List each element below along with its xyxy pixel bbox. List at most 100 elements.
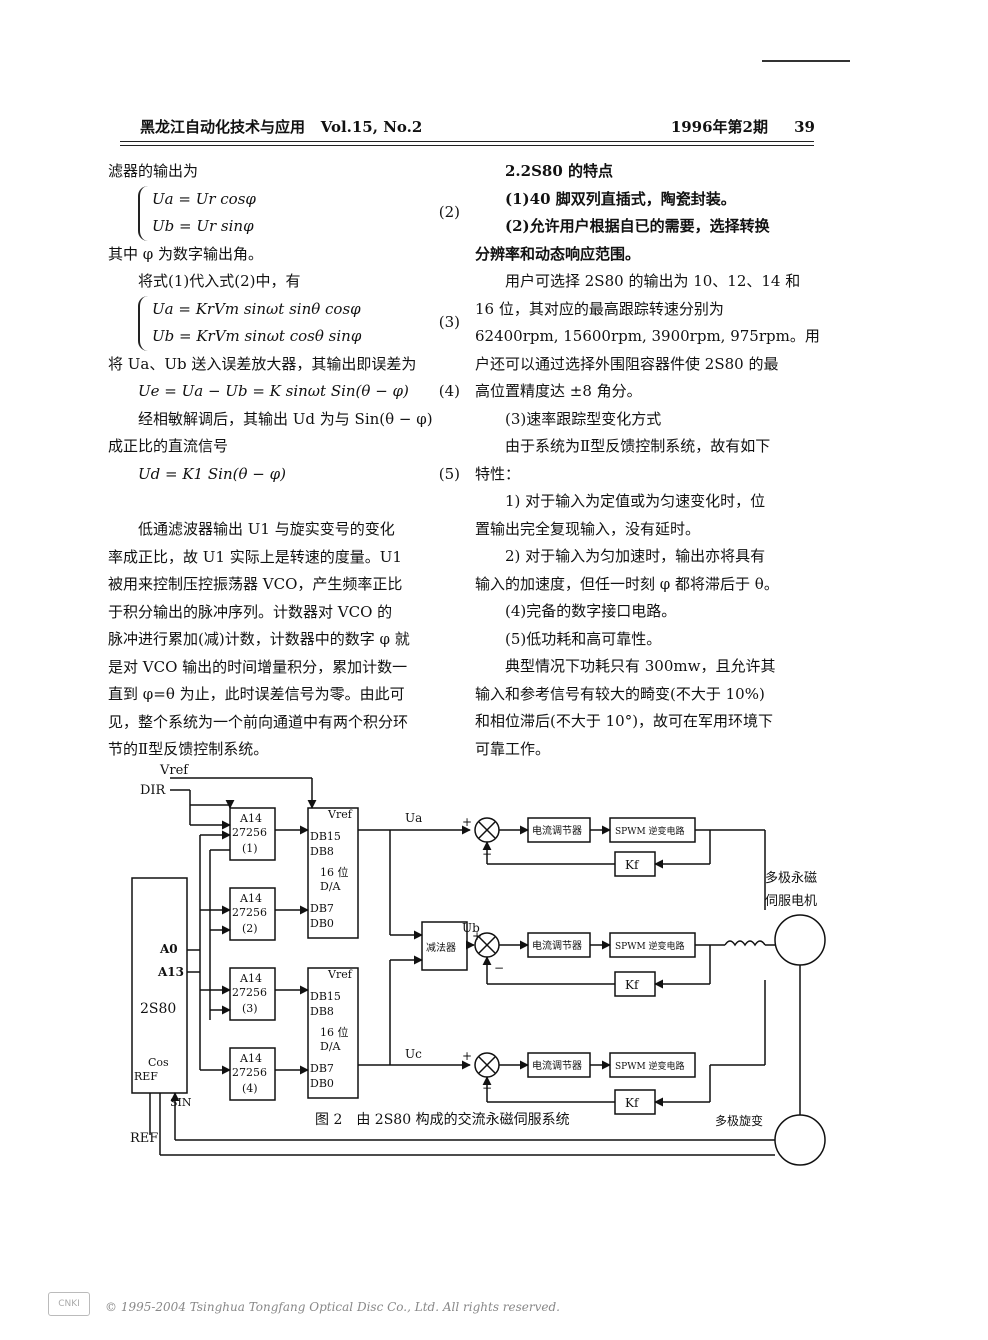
svg-text:−: − (494, 961, 504, 975)
publisher-logo: CNKI (48, 1292, 90, 1316)
pin-a0: A0 (159, 942, 178, 956)
vref-input-label: Vref (159, 763, 189, 778)
feature-item: (2)允许用户根据自已的需要，选择转换 (505, 217, 770, 235)
svg-text:DB8: DB8 (310, 845, 334, 858)
section-heading: 2.2S80 的特点 (505, 162, 614, 180)
svg-text:电流调节器: 电流调节器 (532, 824, 582, 837)
svg-text:+: + (472, 929, 482, 943)
svg-text:(4): (4) (242, 1082, 258, 1095)
text-line: 可靠工作。 (475, 739, 551, 758)
text-line: 特性： (475, 464, 521, 483)
equation-2: Ua = Ur cosφ Ub = Ur sinφ (2) (108, 185, 460, 241)
text-line: 2) 对于输入为匀加速时，输出亦将具有 (505, 547, 766, 565)
svg-text:+: + (462, 815, 472, 829)
figure-caption: 图 2 由 2S80 构成的交流永磁伺服系统 (315, 1111, 570, 1128)
motor-label: 多极永磁 (765, 870, 817, 886)
equation-number: (2) (438, 203, 460, 222)
text-line: 将 Ua、Ub 送入误差放大器，其输出即误差为 (108, 354, 417, 373)
text-line: 由于系统为Ⅱ型反馈控制系统，故有如下 (505, 437, 771, 455)
header-rule-top (120, 141, 814, 142)
text-line: 用户可选择 2S80 的输出为 10、12、14 和 (505, 272, 801, 290)
latch-3 (229, 967, 276, 1021)
ua-label: Ua (405, 811, 422, 825)
paragraph-line: 节的Ⅱ型反馈控制系统。 (108, 740, 269, 758)
feature-item: (4)完备的数字接口电路。 (505, 602, 677, 620)
feature-item: (5)低功耗和高可靠性。 (505, 629, 662, 648)
subtractor-label: 减法器 (426, 941, 456, 954)
svg-text:D/A: D/A (320, 1040, 342, 1053)
text-line: 1) 对于输入为定值或为匀速变化时，位 (505, 492, 766, 510)
diagram-svg: Vref DIR 2S80 A0 A13 Cos REF SIN REF (130, 763, 826, 1166)
svg-text:16 位: 16 位 (320, 865, 349, 879)
svg-text:A14: A14 (239, 972, 262, 985)
text-line: 成正比的直流信号 (108, 437, 229, 455)
ub-label: Ub (462, 921, 480, 935)
equation-number: (3) (438, 313, 460, 332)
feature-item: (3)速率跟踪型变化方式 (505, 409, 662, 428)
right-column: 2.2S80 的特点 (1)40 脚双列直插式，陶瓷封装。 (2)允许用户根据自… (475, 158, 820, 763)
svg-text:Kf: Kf (625, 978, 640, 992)
text-line: 典型情况下功耗只有 300mw，且允许其 (505, 657, 776, 675)
page-number: 39 (794, 118, 815, 136)
paragraph-line: 脉冲进行累加(减)计数，计数器中的数字 φ 就 (108, 630, 410, 648)
resolver-circle (774, 1114, 826, 1166)
ref-output-label: REF (130, 1131, 158, 1146)
svg-text:Kf: Kf (625, 1096, 640, 1110)
feature-item: (1)40 脚双列直插式，陶瓷封装。 (505, 189, 736, 208)
svg-text:DB7: DB7 (310, 1062, 334, 1075)
text-line: 输入和参考信号有较大的畸变(不大于 10%) (475, 684, 765, 703)
paragraph-line: 直到 φ=θ 为止，此时误差信号为零。由此可 (108, 685, 405, 703)
svg-text:A14: A14 (239, 812, 262, 825)
svg-text:Vref: Vref (327, 968, 353, 981)
svg-text:DB0: DB0 (310, 917, 334, 930)
latch-1 (229, 807, 276, 861)
svg-text:电流调节器: 电流调节器 (532, 1059, 582, 1072)
paragraph-line: 是对 VCO 输出的时间增量积分，累加计数一 (108, 657, 408, 676)
svg-text:DB8: DB8 (310, 1005, 334, 1018)
svg-text:DB0: DB0 (310, 1077, 334, 1090)
svg-text:DB15: DB15 (310, 990, 341, 1003)
feature-item: 分辨率和动态响应范围。 (475, 244, 641, 263)
text-line: 将式(1)代入式(2)中，有 (138, 272, 301, 290)
svg-text:电流调节器: 电流调节器 (532, 939, 582, 952)
equation-3: Ua = KrVm sinωt sinθ cosφ Ub = KrVm sinω… (108, 295, 460, 351)
header-rule-bottom (120, 145, 814, 146)
paragraph-line: 低通滤波器输出 U1 与旋实变号的变化 (138, 520, 395, 538)
running-header: 黑龙江自动化技术与应用 Vol.15, No.2 1996年第2期 39 (140, 116, 815, 138)
volume: Vol.15, No.2 (320, 118, 423, 136)
svg-text:SPWM 逆变电路: SPWM 逆变电路 (615, 1060, 685, 1072)
text-line: 其中 φ 为数字输出角。 (108, 244, 264, 263)
svg-text:Vref: Vref (327, 808, 353, 821)
svg-text:A14: A14 (239, 892, 262, 905)
text-line: 高位置精度达 ±8 角分。 (475, 382, 642, 400)
equation-brace: Ua = Ur cosφ Ub = Ur sinφ (138, 185, 256, 241)
svg-text:Kf: Kf (625, 858, 640, 872)
uc-label: Uc (405, 1047, 422, 1061)
header-right: 1996年第2期 39 (671, 116, 815, 137)
pin-sin: SIN (170, 1096, 192, 1109)
svg-text:DB15: DB15 (310, 830, 341, 843)
resolver-label: 多极旋变 (715, 1113, 763, 1128)
dir-input-label: DIR (140, 783, 167, 798)
svg-text:(2): (2) (242, 922, 258, 935)
svg-text:+: + (462, 1049, 472, 1063)
servo-system-diagram: Vref DIR 2S80 A0 A13 Cos REF SIN REF (110, 760, 855, 1180)
svg-text:16 位: 16 位 (320, 1025, 349, 1039)
pin-a13: A13 (157, 965, 184, 979)
equation-number: (4) (438, 382, 460, 400)
svg-text:SPWM 逆变电路: SPWM 逆变电路 (615, 825, 685, 837)
text-line: 62400rpm, 15600rpm, 3900rpm, 975rpm。用 (475, 327, 820, 345)
svg-text:27256: 27256 (232, 906, 267, 919)
equation-number: (5) (438, 464, 460, 483)
paragraph-line: 于积分输出的脉冲序列。计数器对 VCO 的 (108, 602, 393, 621)
latch-4 (229, 1047, 276, 1101)
header-left: 黑龙江自动化技术与应用 Vol.15, No.2 (140, 116, 422, 137)
equation-5: Ud = K1 Sin(θ − φ) (5) (108, 461, 460, 489)
svg-text:27256: 27256 (232, 1066, 267, 1079)
left-column: 滤器的输出为 Ua = Ur cosφ Ub = Ur sinφ (2) 其中 … (108, 158, 460, 764)
equation-4: Ue = Ua − Ub = K sinωt Sin(θ − φ) (4) (108, 378, 460, 406)
dac-2 (307, 967, 359, 1099)
paragraph-line: 被用来控制压控振荡器 VCO，产生频率正比 (108, 575, 403, 593)
winding-coil (724, 940, 766, 947)
motor-label-2: 伺服电机 (765, 894, 817, 909)
